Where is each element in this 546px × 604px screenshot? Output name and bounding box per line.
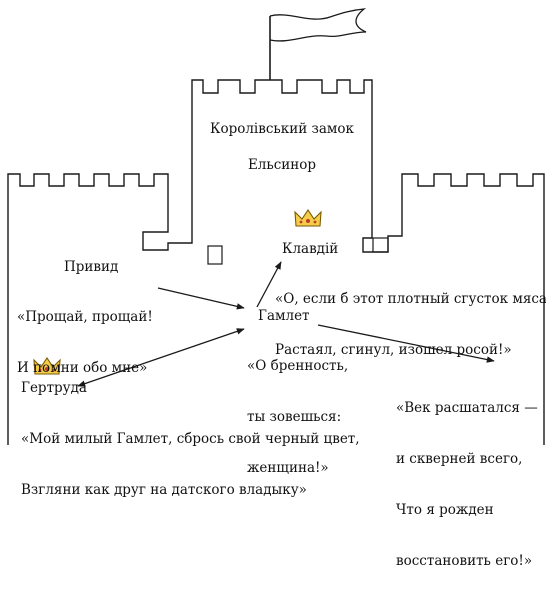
arrow-hamlet-to-claudius (256, 261, 282, 308)
arrow-hamlet-to-gertrude (77, 328, 245, 387)
hamlet-vow-quote: «Век расшатался — и скверней всего, Что … (396, 400, 538, 569)
claudius-name: Клавдій (282, 241, 339, 257)
elsinore-diagram: Королівський замок Ельсинор Клавдій «О, … (7, 8, 546, 569)
arrow-hamlet-to-vow (317, 324, 495, 363)
claudius-quote: «О, если б этот плотный сгусток мяса Рас… (275, 291, 546, 358)
crown-icon (294, 209, 322, 227)
castle-title: Королівський замок (210, 121, 354, 137)
flag-icon (269, 8, 367, 42)
ghost-quote: «Прощай, прощай! И помни обо мне» (17, 309, 153, 376)
hamlet-name: Гамлет (258, 308, 310, 324)
window-slot (207, 245, 223, 265)
castle-outline (7, 79, 545, 445)
arrow-ghost-to-hamlet (157, 287, 245, 310)
ghost-name: Привид (64, 259, 119, 275)
gertrude-quote: «Мой милый Гамлет, сбрось свой черный цв… (21, 431, 360, 498)
castle-drawing (7, 8, 545, 445)
crown-icon (33, 357, 61, 375)
gertrude-name: Гертруда (21, 380, 87, 396)
castle-subtitle: Ельсинор (247, 157, 317, 173)
window-slot (372, 237, 389, 253)
